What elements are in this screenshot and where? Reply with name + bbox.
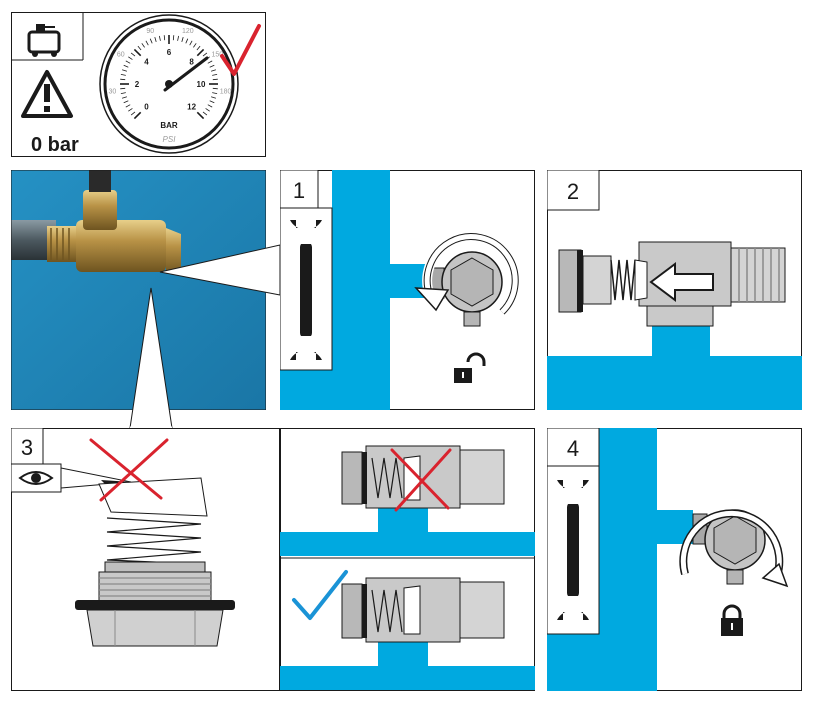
gauge-tick [120, 92, 126, 94]
zero-pressure-panel: 0 bar 0 2 4 6 8 10 12 30 60 90 120 150 180 BAR PSI [11, 12, 266, 157]
gauge-psi-label: 180 [220, 88, 232, 95]
gauge-tick [137, 45, 142, 51]
gauge-tick [181, 36, 184, 43]
pressure-text: 0 bar [31, 134, 79, 156]
gauge-tick [133, 111, 142, 120]
gauge-tick [210, 69, 217, 72]
gauge-tick [154, 36, 157, 43]
gauge-bar-label: 10 [197, 80, 206, 89]
gauge-psi-unit: PSI [163, 135, 177, 144]
gauge-bar-label: 12 [187, 103, 196, 112]
gauge-tick [196, 111, 205, 120]
gauge-tick [212, 78, 218, 81]
incorrect-seating [280, 445, 535, 556]
gauge-tick [212, 87, 218, 90]
gauge-tick [121, 69, 128, 72]
step-4-number: 4 [567, 436, 579, 461]
gauge-tick [163, 35, 166, 41]
step-2-number: 2 [567, 179, 579, 204]
gauge-tick [207, 104, 213, 108]
gauge-tick [193, 43, 197, 48]
gauge-bar-unit: BAR [160, 121, 178, 130]
gauge-tick [130, 111, 136, 116]
gauge-tick [123, 100, 129, 104]
gauge-tick [196, 45, 201, 51]
wrench-icon [290, 220, 322, 360]
zero-pressure-panel-drawing: 0 bar 0 2 4 6 8 10 12 30 60 90 120 150 180 BAR PSI [11, 12, 266, 157]
step-1-drawing: 1 [280, 170, 535, 410]
cross-icon [89, 438, 169, 502]
gauge-tick [205, 108, 210, 112]
gauge-tick [209, 64, 215, 68]
gauge-tick [210, 96, 217, 99]
gauge-tick [159, 35, 161, 41]
gauge-tick [212, 74, 218, 76]
gauge-psi-label: 120 [182, 28, 194, 35]
gauge-tick [207, 60, 213, 64]
step-4-panel: 4 [547, 428, 802, 691]
step-3-panel: 3 [11, 428, 280, 691]
gauge-tick [172, 35, 175, 41]
gauge-tick [120, 74, 126, 76]
pressure-gauge: 0 2 4 6 8 10 12 30 60 90 120 150 180 BAR PSI [99, 14, 239, 154]
step-2-panel: 2 [547, 170, 802, 410]
gauge-tick [128, 56, 133, 60]
gauge-tick [125, 60, 131, 64]
gauge-tick [141, 43, 145, 48]
gauge-tick [145, 40, 149, 46]
gauge-tick [209, 100, 215, 104]
step-3-drawing: 3 [11, 428, 280, 691]
compressor-icon [27, 24, 61, 57]
gauge-tick [212, 92, 218, 94]
gauge-tick [196, 48, 205, 57]
gauge-bar-label: 2 [135, 80, 140, 89]
gauge-tick [120, 78, 126, 81]
cross-icon-small [390, 448, 452, 512]
correct-seating [280, 570, 535, 690]
gauge-tick [133, 48, 142, 57]
locked-padlock-icon [721, 604, 743, 636]
unlocked-padlock-icon [454, 352, 486, 383]
gauge-bar-label: 0 [144, 103, 149, 112]
warning-icon [21, 70, 73, 118]
gauge-labels: 0 2 4 6 8 10 12 30 60 90 120 150 180 [109, 28, 232, 111]
gauge-tick [177, 35, 179, 41]
gauge-tick [185, 38, 189, 44]
gauge-tick [128, 108, 133, 112]
seating-comparison-drawing [280, 428, 535, 691]
gauge-bar-label: 6 [167, 48, 172, 57]
step-4-drawing: 4 [547, 428, 802, 691]
step-2-drawing: 2 [547, 170, 802, 410]
step-1-panel: 1 [280, 170, 535, 410]
gauge-tick [120, 87, 126, 90]
gauge-tick [202, 52, 208, 57]
gauge-psi-label: 150 [211, 52, 223, 59]
gauge-psi-label: 60 [117, 52, 125, 59]
wrench-icon-step4 [557, 480, 589, 620]
seating-comparison-panel [280, 428, 535, 691]
gauge-bar-label: 4 [144, 57, 149, 66]
gauge-bar-label: 8 [189, 57, 194, 66]
gauge-psi-label: 30 [109, 88, 117, 95]
gauge-tick [130, 52, 136, 57]
gauge-tick [149, 38, 153, 44]
step-3-number: 3 [21, 435, 33, 460]
gauge-tick [123, 64, 129, 68]
gauge-tick [125, 104, 131, 108]
gauge-psi-label: 90 [146, 28, 154, 35]
eye-icon [18, 471, 54, 485]
checkmark-icon [220, 24, 261, 76]
checkmark-icon-blue [292, 570, 348, 620]
gauge-ticks [120, 35, 218, 120]
gauge-tick [121, 96, 128, 99]
step-1-number: 1 [293, 178, 305, 203]
gauge-tick [202, 111, 208, 116]
gauge-tick [189, 40, 193, 46]
